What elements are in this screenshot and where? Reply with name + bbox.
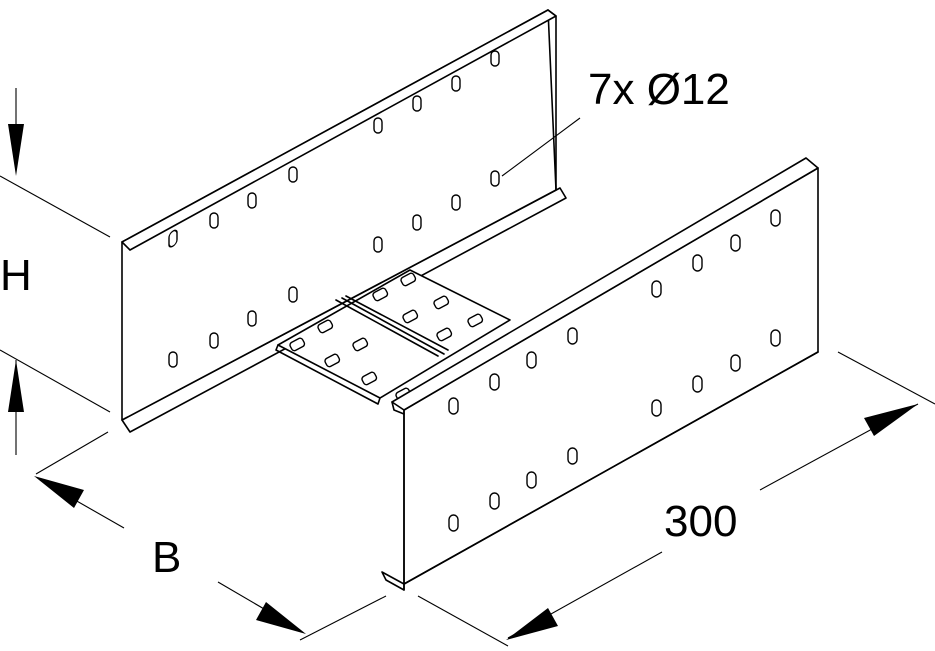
bottom-connector-plate	[275, 269, 511, 405]
plate-slots	[289, 272, 484, 402]
width-label: B	[152, 533, 181, 582]
right-side-wall	[381, 157, 819, 591]
height-label: H	[0, 251, 32, 300]
dimension-h	[0, 88, 111, 455]
length-label: 300	[664, 497, 737, 546]
left-wall-slots	[168, 50, 500, 368]
dimension-300	[417, 351, 935, 647]
dimension-b	[34, 431, 387, 641]
holes-note-label: 7x Ø12	[588, 65, 730, 114]
holes-leader-line	[501, 117, 581, 177]
right-wall-slots	[448, 209, 781, 532]
